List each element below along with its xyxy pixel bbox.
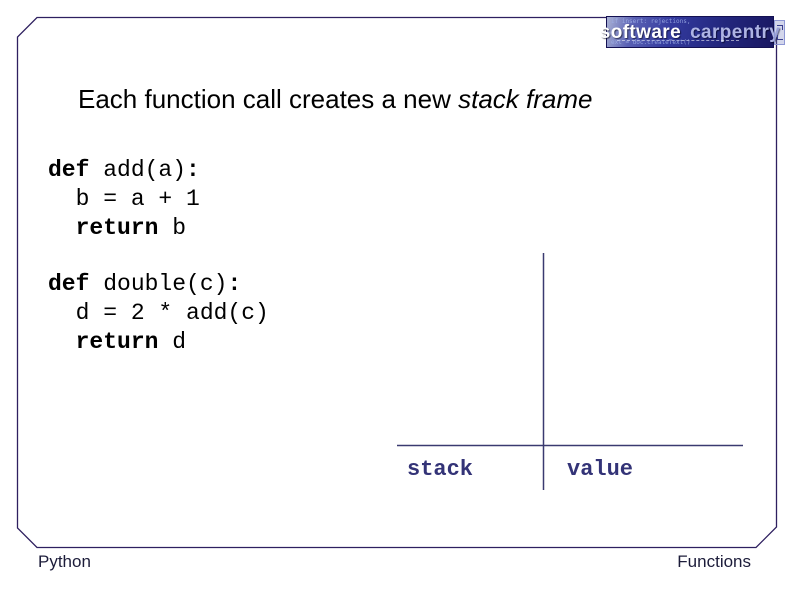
slide-title-normal: Each function call creates a new xyxy=(78,84,459,114)
footer-topic-name: Functions xyxy=(677,552,751,571)
logo-word-carpentry: carpentry xyxy=(690,21,781,43)
slide-title: Each function call creates a new stack f… xyxy=(78,84,592,115)
logo-word-software: software xyxy=(599,21,682,43)
stack-column-label: stack xyxy=(407,457,474,482)
value-column-label: value xyxy=(567,457,634,482)
software-carpentry-logo: if insert: rejections, software carpentr… xyxy=(600,16,785,48)
code-block-double-function: def double(c): d = 2 * add(c) return d xyxy=(48,271,269,355)
code-block-add-function: def add(a): b = a + 1 return b xyxy=(48,157,200,241)
slide-title-italic: stack frame xyxy=(458,84,593,114)
logo-noise-text-top: if insert: rejections, xyxy=(611,18,691,25)
footer-lesson-name: Python xyxy=(38,552,91,571)
logo-side-tab xyxy=(774,20,785,45)
logo-dashed-underline xyxy=(617,40,739,41)
logo-noise-text-bottom: ext = doc.createText() xyxy=(611,39,691,46)
